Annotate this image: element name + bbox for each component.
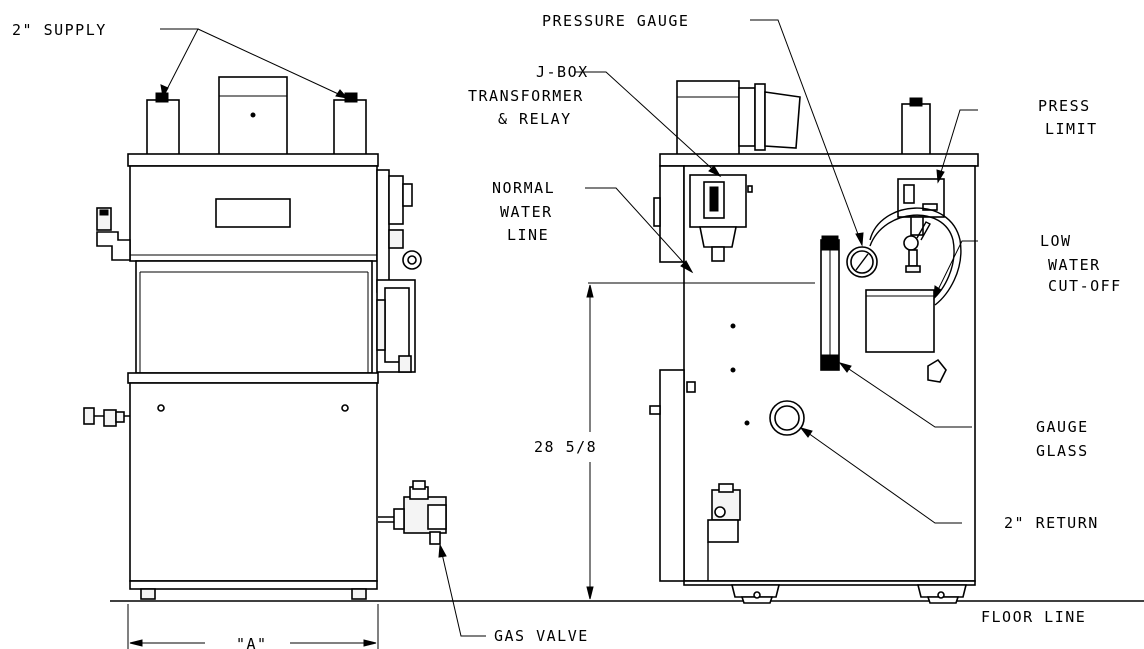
labels: 2" SUPPLY PRESSURE GAUGE J-BOX TRANSFORM… <box>12 12 1122 649</box>
label-gas-valve: GAS VALVE <box>494 627 589 645</box>
label-pressure-gauge: PRESSURE GAUGE <box>542 12 689 30</box>
label-floor-line: FLOOR LINE <box>981 608 1086 626</box>
label-jbox-3: & RELAY <box>498 110 572 128</box>
label-supply: 2" SUPPLY <box>12 21 107 39</box>
label-gauge-glass-2: GLASS <box>1036 442 1089 460</box>
label-normal-water-2: WATER <box>500 203 553 221</box>
label-normal-water-1: NORMAL <box>492 179 555 197</box>
lower-door <box>129 382 378 582</box>
label-gauge-glass-1: GAUGE <box>1036 418 1089 436</box>
front-panel-window <box>215 198 291 228</box>
label-low-water-2: WATER <box>1048 256 1101 274</box>
supply-pipe-left <box>146 99 180 157</box>
label-width-dim: "A" <box>236 635 268 649</box>
boiler-side-view <box>588 80 979 604</box>
label-jbox-1: J-BOX <box>536 63 589 81</box>
top-cap <box>127 153 379 167</box>
base-plinth <box>129 580 378 590</box>
width-dimension <box>127 604 379 649</box>
supply-pipe-right <box>333 99 367 157</box>
boiler-front-view <box>83 76 447 600</box>
height-dimension <box>586 284 594 600</box>
lower-cabinet <box>127 372 379 384</box>
label-dimension: 28 5/8 <box>534 438 597 456</box>
label-return: 2" RETURN <box>1004 514 1099 532</box>
label-press-limit-1: PRESS <box>1038 97 1091 115</box>
side-burner-housing <box>676 80 740 157</box>
label-jbox-2: TRANSFORMER <box>468 87 584 105</box>
low-water-cutoff <box>865 289 935 353</box>
label-normal-water-3: LINE <box>507 226 549 244</box>
middle-recess <box>135 260 373 374</box>
leader-lines <box>160 19 978 637</box>
label-press-limit-2: LIMIT <box>1045 120 1098 138</box>
label-low-water-3: CUT-OFF <box>1048 277 1122 295</box>
label-low-water-1: LOW <box>1040 232 1072 250</box>
